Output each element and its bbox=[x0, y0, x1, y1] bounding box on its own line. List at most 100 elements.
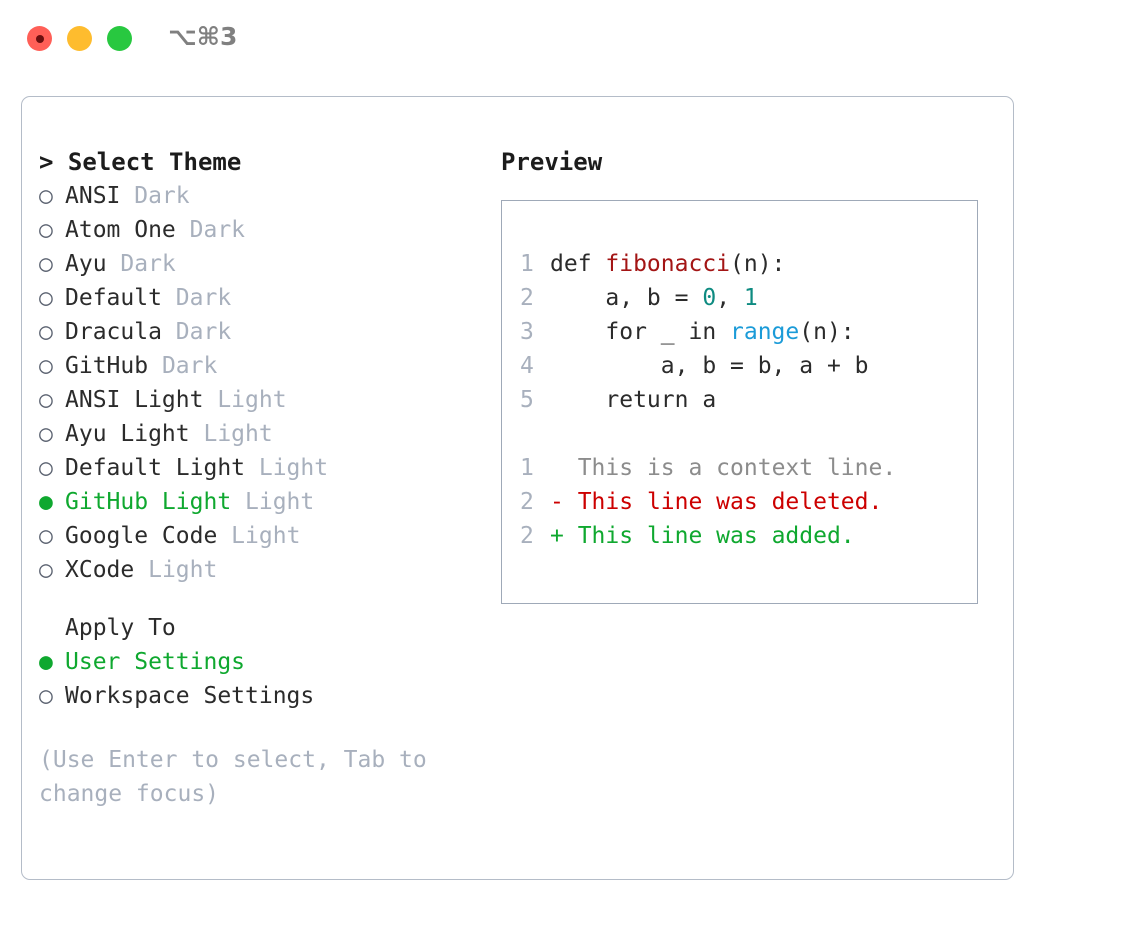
radio-unselected-icon: ○ bbox=[39, 319, 53, 345]
code-token: return a bbox=[550, 387, 717, 413]
code-token: 0 bbox=[702, 285, 717, 311]
diff-marker: + bbox=[550, 523, 564, 549]
theme-list-item[interactable]: ○GitHub Dark bbox=[39, 349, 489, 383]
theme-name: XCode bbox=[65, 557, 135, 583]
code-token: def bbox=[550, 251, 606, 277]
radio-unselected-icon: ○ bbox=[39, 523, 53, 549]
theme-list[interactable]: ○ANSI Dark○Atom One Dark○Ayu Dark○Defaul… bbox=[39, 179, 489, 587]
diff-text: This line was added. bbox=[563, 523, 855, 549]
theme-name: ANSI Light bbox=[65, 387, 204, 413]
diff-marker bbox=[550, 455, 564, 481]
code-token: (n): bbox=[730, 251, 786, 277]
radio-unselected-icon: ○ bbox=[39, 455, 53, 481]
code-token: range bbox=[730, 319, 800, 345]
theme-variant-tag: Light bbox=[189, 421, 273, 447]
line-number: 3 bbox=[520, 319, 534, 345]
code-token: , bbox=[716, 285, 744, 311]
window-controls bbox=[27, 26, 132, 51]
keyboard-shortcut-label: ⌥⌘3 bbox=[168, 22, 238, 51]
diff-line: 2- This line was deleted. bbox=[520, 485, 977, 519]
theme-list-item[interactable]: ○ Ayu Light Light bbox=[39, 417, 489, 451]
theme-list-item[interactable]: ○ Default Dark bbox=[39, 281, 489, 315]
apply-to-label: Apply To bbox=[65, 615, 176, 641]
theme-variant-tag: Light bbox=[217, 523, 301, 549]
theme-list-item[interactable]: ○Atom One Dark bbox=[39, 213, 489, 247]
diff-line: 1 This is a context line. bbox=[520, 451, 977, 485]
code-token: (n): bbox=[799, 319, 855, 345]
theme-name: Default bbox=[65, 285, 162, 311]
theme-variant-tag: Dark bbox=[161, 285, 232, 311]
line-number: 4 bbox=[520, 353, 534, 379]
code-line: 5 return a bbox=[520, 383, 977, 417]
theme-variant-tag: Dark bbox=[161, 319, 232, 345]
code-token: a, b = bbox=[550, 285, 703, 311]
main-panel: > Select Theme ○ANSI Dark○Atom One Dark○… bbox=[21, 96, 1014, 880]
theme-name: Dracula bbox=[65, 319, 162, 345]
theme-name: Ayu Light bbox=[65, 421, 190, 447]
apply-to-option[interactable]: ●User Settings bbox=[39, 645, 489, 679]
keyboard-hint-text: (Use Enter to select, Tab to change focu… bbox=[39, 747, 441, 807]
diff-marker: - bbox=[550, 489, 564, 515]
diff-sample: 1 This is a context line.2- This line wa… bbox=[520, 451, 977, 553]
theme-name: GitHub Light bbox=[65, 489, 232, 515]
theme-name: Ayu bbox=[65, 251, 107, 277]
theme-variant-tag: Dark bbox=[148, 353, 218, 379]
radio-unselected-icon: ○ bbox=[39, 421, 53, 447]
theme-name: Atom One bbox=[65, 217, 176, 243]
theme-list-item[interactable]: ○ Default Light Light bbox=[39, 451, 489, 485]
diff-text: This line was deleted. bbox=[563, 489, 883, 515]
diff-text: This is a context line. bbox=[563, 455, 897, 481]
theme-variant-tag: Light bbox=[231, 489, 315, 515]
theme-variant-tag: Dark bbox=[175, 217, 246, 243]
theme-list-item[interactable]: ○ XCode Light bbox=[39, 553, 489, 587]
radio-unselected-icon: ○ bbox=[39, 387, 53, 413]
radio-unselected-icon: ○ bbox=[39, 557, 53, 583]
theme-variant-tag: Light bbox=[134, 557, 218, 583]
line-number: 1 bbox=[520, 455, 534, 481]
code-token: for _ in bbox=[550, 319, 731, 345]
radio-unselected-icon: ○ bbox=[39, 683, 53, 709]
line-number: 2 bbox=[520, 285, 534, 311]
theme-name: GitHub bbox=[65, 353, 149, 379]
code-line: 2 a, b = 0, 1 bbox=[520, 281, 977, 315]
theme-variant-tag: Light bbox=[203, 387, 287, 413]
code-token: fibonacci bbox=[605, 251, 731, 277]
theme-name: Default Light bbox=[65, 455, 246, 481]
line-number: 2 bbox=[520, 489, 534, 515]
maximize-window-button[interactable] bbox=[107, 26, 132, 51]
theme-list-item[interactable]: ○ Dracula Dark bbox=[39, 315, 489, 349]
apply-to-list[interactable]: ●User Settings ○ Workspace Settings bbox=[39, 645, 489, 713]
minimize-window-button[interactable] bbox=[67, 26, 92, 51]
apply-to-option-label: Workspace Settings bbox=[65, 683, 315, 709]
radio-selected-icon: ● bbox=[39, 489, 53, 515]
diff-line: 2 + This line was added. bbox=[520, 519, 977, 553]
theme-picker-column: > Select Theme ○ANSI Dark○Atom One Dark○… bbox=[39, 145, 489, 811]
radio-selected-icon: ● bbox=[39, 649, 53, 675]
code-token: 1 bbox=[743, 285, 758, 311]
select-theme-header: > Select Theme bbox=[39, 148, 242, 176]
theme-name: ANSI bbox=[65, 183, 121, 209]
radio-unselected-icon: ○ bbox=[39, 285, 53, 311]
theme-name: Google Code bbox=[65, 523, 218, 549]
theme-variant-tag: Dark bbox=[106, 251, 176, 277]
preview-title: Preview bbox=[501, 148, 603, 176]
line-number: 2 bbox=[520, 523, 534, 549]
theme-list-item[interactable]: ○ANSI Dark bbox=[39, 179, 489, 213]
title-bar: ⌥⌘3 bbox=[0, 0, 1140, 80]
code-diff-spacer bbox=[520, 417, 977, 451]
apply-to-option[interactable]: ○ Workspace Settings bbox=[39, 679, 489, 713]
theme-variant-tag: Light bbox=[245, 455, 329, 481]
theme-list-item[interactable]: ● GitHub Light Light bbox=[39, 485, 489, 519]
theme-variant-tag: Dark bbox=[120, 183, 190, 209]
code-line: 4 a, b = b, a + b bbox=[520, 349, 977, 383]
theme-list-item[interactable]: ○ ANSI Light Light bbox=[39, 383, 489, 417]
close-window-button[interactable] bbox=[27, 26, 52, 51]
section-spacer bbox=[39, 587, 489, 611]
theme-list-item[interactable]: ○Ayu Dark bbox=[39, 247, 489, 281]
theme-list-item[interactable]: ○ Google Code Light bbox=[39, 519, 489, 553]
